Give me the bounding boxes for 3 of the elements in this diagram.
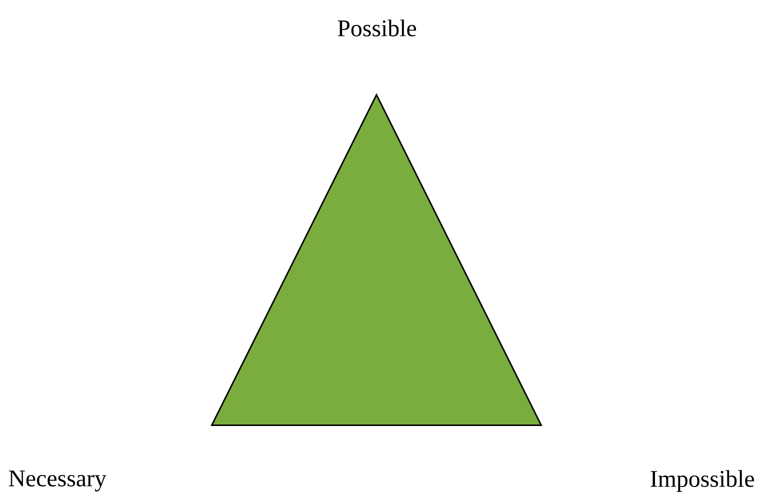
vertex-label: Impossible	[650, 470, 754, 492]
vertex-label: Necessary	[8, 470, 106, 492]
vertex-label: Possible	[338, 20, 416, 36]
